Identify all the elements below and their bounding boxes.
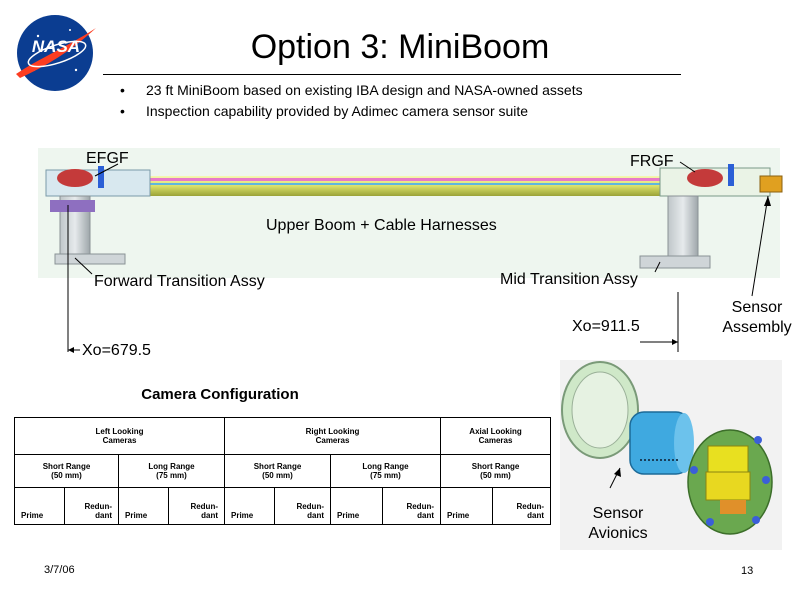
- bullet-dot-icon: •: [120, 82, 125, 98]
- camera-group-left: Left Looking Cameras: [14, 417, 225, 455]
- bullet-item: • Inspection capability provided by Adime…: [120, 103, 528, 119]
- prime-cell: Prime: [118, 487, 169, 525]
- range-cell: Long Range (75 mm): [118, 454, 225, 488]
- range-cell: Long Range (75 mm): [329, 454, 442, 488]
- title-rule: [103, 74, 681, 75]
- bullet-dot-icon: •: [120, 103, 125, 119]
- camera-config-table: Left Looking Cameras Right Looking Camer…: [14, 417, 552, 525]
- prime-cell: Prime: [14, 487, 65, 525]
- camera-config-title: Camera Configuration: [141, 386, 299, 403]
- sensor-assembly-illustration: [560, 360, 782, 550]
- camera-group-right: Right Looking Cameras: [223, 417, 442, 455]
- frgf-label: FRGF: [630, 153, 674, 170]
- sensor-assembly-label: Sensor Assembly: [722, 299, 792, 336]
- nasa-logo-text: NASA: [31, 37, 81, 56]
- frgf-fixture: [687, 169, 723, 187]
- nasa-meatball-icon: [16, 15, 96, 91]
- efgf-fixture: [57, 169, 93, 187]
- redundant-cell: Redun- dant: [492, 487, 552, 525]
- boom-cable-stripe: [150, 178, 660, 181]
- slide-title: Option 3: MiniBoom: [250, 28, 550, 66]
- efgf-label: EFGF: [86, 150, 129, 167]
- forward-transition-label: Forward Transition Assy: [94, 273, 265, 290]
- upper-boom-label: Upper Boom + Cable Harnesses: [266, 217, 497, 234]
- boom-cable-stripe-2: [100, 183, 660, 185]
- redundant-cell: Redun- dant: [274, 487, 331, 525]
- xo-right-label: Xo=911.5: [572, 318, 640, 335]
- nasa-logo: [10, 8, 100, 98]
- range-cell: Short Range (50 mm): [440, 454, 552, 488]
- redundant-cell: Redun- dant: [168, 487, 225, 525]
- prime-cell: Prime: [224, 487, 275, 525]
- bullet-text: 23 ft MiniBoom based on existing IBA des…: [146, 82, 583, 98]
- prime-cell: Prime: [440, 487, 494, 525]
- mid-transition-leg: [667, 195, 699, 259]
- bullet-item: • 23 ft MiniBoom based on existing IBA de…: [120, 82, 583, 98]
- mid-transition-label: Mid Transition Assy: [500, 271, 638, 288]
- prime-cell: Prime: [330, 487, 383, 525]
- range-cell: Short Range (50 mm): [14, 454, 119, 488]
- bullet-text: Inspection capability provided by Adimec…: [146, 103, 529, 119]
- camera-group-axial: Axial Looking Cameras: [440, 417, 552, 455]
- range-cell: Short Range (50 mm): [224, 454, 331, 488]
- slide-date: 3/7/06: [44, 564, 75, 576]
- redundant-cell: Redun- dant: [64, 487, 119, 525]
- sensor-avionics-label: Sensor Avionics: [588, 505, 648, 542]
- redundant-cell: Redun- dant: [381, 487, 442, 525]
- slide-page-number: 13: [741, 565, 754, 577]
- xo-left-label: Xo=679.5: [82, 342, 151, 359]
